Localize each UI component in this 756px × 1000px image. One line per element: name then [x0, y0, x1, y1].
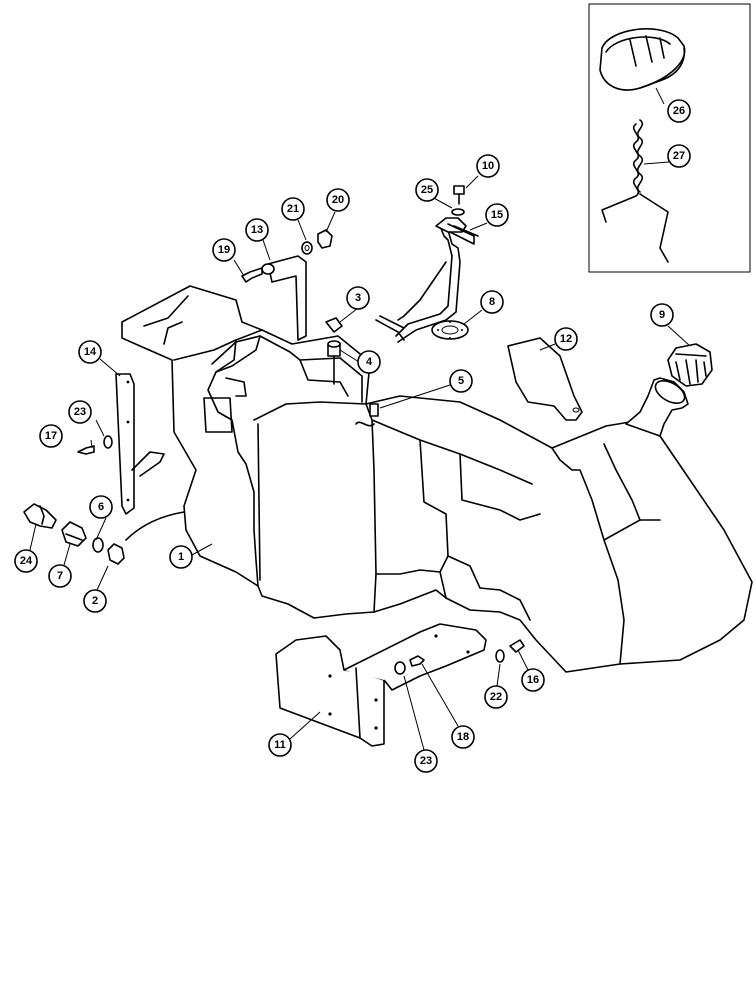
svg-text:12: 12 — [560, 333, 572, 345]
strainer-chain-part — [601, 119, 669, 263]
drain-adapter-part — [61, 521, 87, 547]
callout-5: 5 — [449, 369, 473, 393]
callout-16: 16 — [521, 668, 545, 692]
washer-part — [394, 661, 406, 675]
svg-text:20: 20 — [332, 194, 344, 206]
gasket-part — [431, 320, 469, 340]
nut-part — [317, 229, 333, 249]
bolt-part — [77, 445, 95, 455]
svg-text:7: 7 — [57, 570, 63, 582]
drain-hose-part — [125, 511, 185, 541]
callout-15: 15 — [485, 203, 509, 227]
callout-11: 11 — [268, 733, 292, 757]
svg-text:1: 1 — [178, 551, 184, 563]
svg-text:5: 5 — [458, 375, 464, 387]
bolt-part — [453, 185, 465, 205]
callout-8: 8 — [480, 290, 504, 314]
svg-text:18: 18 — [457, 731, 469, 743]
bolt-part — [241, 267, 263, 283]
svg-text:26: 26 — [673, 105, 685, 117]
callout-23-upper: 23 — [68, 400, 92, 424]
svg-text:13: 13 — [251, 224, 263, 236]
svg-text:15: 15 — [491, 209, 503, 221]
svg-text:16: 16 — [527, 674, 539, 686]
callout-25: 25 — [415, 178, 439, 202]
svg-text:17: 17 — [45, 430, 57, 442]
callout-27: 27 — [667, 144, 691, 168]
callout-4: 4 — [357, 350, 381, 374]
callout-21: 21 — [281, 197, 305, 221]
washer-part — [301, 241, 313, 255]
callout-6: 6 — [89, 495, 113, 519]
svg-text:23: 23 — [74, 406, 86, 418]
callout-3: 3 — [346, 286, 370, 310]
callout-17: 17 — [39, 424, 63, 448]
svg-text:10: 10 — [482, 160, 494, 172]
grommet-part — [327, 340, 341, 385]
svg-text:24: 24 — [20, 555, 33, 567]
bracket-part — [507, 337, 583, 421]
mounting-bracket-part — [275, 623, 487, 747]
svg-text:8: 8 — [489, 296, 495, 308]
sender-clip-part — [355, 403, 379, 427]
callout-24: 24 — [14, 549, 38, 573]
callout-7: 7 — [48, 564, 72, 588]
svg-text:25: 25 — [421, 184, 433, 196]
bracket-part — [261, 255, 307, 341]
callout-9: 9 — [650, 303, 674, 327]
washer-part — [495, 649, 505, 663]
callout-10: 10 — [476, 154, 500, 178]
callout-22: 22 — [484, 685, 508, 709]
filler-cap-part — [599, 28, 686, 91]
fuel-cap-part — [667, 343, 713, 387]
svg-text:19: 19 — [218, 244, 230, 256]
svg-text:11: 11 — [274, 739, 286, 751]
svg-text:9: 9 — [659, 309, 665, 321]
washer-part — [451, 208, 465, 216]
bolt-part — [409, 655, 425, 667]
elbow-fitting-part — [325, 317, 343, 333]
o-ring-part — [92, 537, 104, 553]
nut-part — [107, 543, 125, 565]
washer-part — [103, 435, 113, 449]
fuel-tank-part — [121, 285, 753, 673]
callout-14: 14 — [78, 340, 102, 364]
svg-text:14: 14 — [84, 346, 97, 358]
strap-part — [115, 373, 165, 515]
svg-text:6: 6 — [98, 501, 104, 513]
drain-valve-part — [23, 503, 57, 529]
svg-text:27: 27 — [673, 150, 685, 162]
fuel-gauge-sender-part — [375, 217, 479, 343]
svg-text:23: 23 — [420, 755, 432, 767]
svg-text:22: 22 — [490, 691, 502, 703]
callout-12: 12 — [554, 327, 578, 351]
svg-text:3: 3 — [355, 292, 361, 304]
leader-lines — [29, 87, 691, 751]
inset-frame — [588, 3, 751, 273]
callout-26: 26 — [667, 99, 691, 123]
svg-text:4: 4 — [366, 356, 373, 368]
callout-23-lower: 23 — [414, 749, 438, 773]
svg-text:2: 2 — [92, 595, 98, 607]
callout-20: 20 — [326, 188, 350, 212]
callout-2: 2 — [83, 589, 107, 613]
svg-text:21: 21 — [287, 203, 299, 215]
callout-13: 13 — [245, 218, 269, 242]
callout-18: 18 — [451, 725, 475, 749]
bolt-part — [509, 639, 525, 653]
callout-1: 1 — [169, 545, 193, 569]
callout-19: 19 — [212, 238, 236, 262]
